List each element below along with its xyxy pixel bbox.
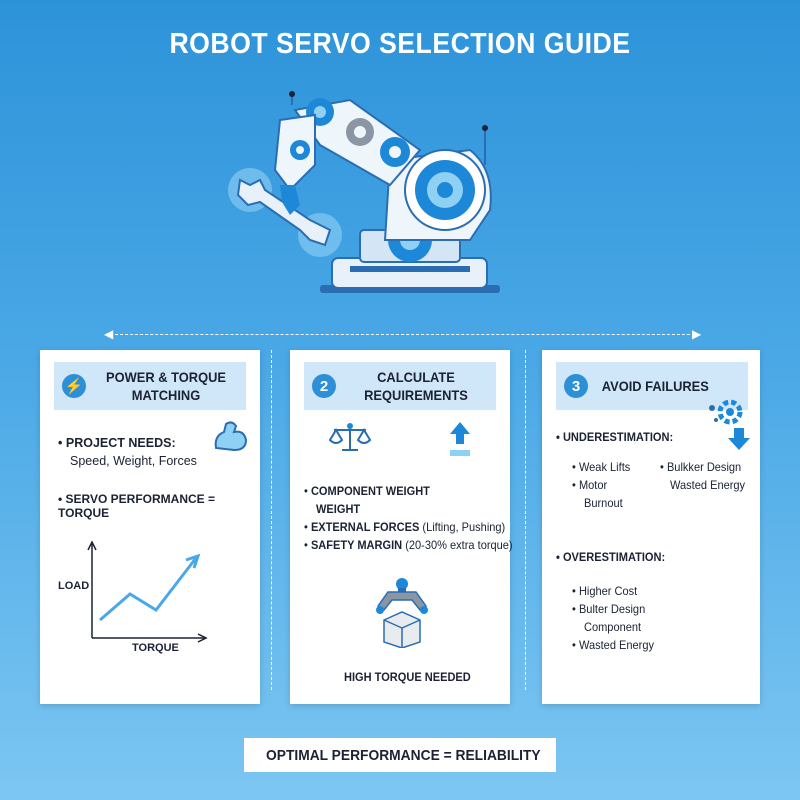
page-title: ROBOT SERVO SELECTION GUIDE	[169, 28, 631, 60]
panel-heading: CALCULATE REQUIREMENTS	[364, 369, 468, 403]
panel-header: 3 AVOID FAILURES	[556, 362, 748, 410]
broken-gear-icon	[709, 399, 750, 450]
panel-header: ⚡ POWER & TORQUE MATCHING	[54, 362, 246, 410]
panel-power-torque: ⚡ POWER & TORQUE MATCHING • PROJECT NEED…	[40, 350, 260, 704]
under-item: Burnout	[584, 496, 623, 510]
panel-header: 2 CALCULATE REQUIREMENTS	[304, 362, 496, 410]
y-axis-arrow-icon	[87, 540, 97, 551]
footer-banner: OPTIMAL PERFORMANCE = RELIABILITY	[244, 738, 556, 772]
trend-arrow-icon	[185, 553, 201, 569]
arrow-up-icon	[450, 422, 470, 456]
under-item: • Weak Lifts	[572, 460, 631, 474]
project-needs-detail: Speed, Weight, Forces	[70, 454, 197, 468]
bullet-weight-extra: WEIGHT	[316, 502, 361, 516]
bullet-safety-margin: • SAFETY MARGIN (20-30% extra torque)	[304, 538, 513, 552]
vertical-divider	[271, 350, 272, 690]
panel-avoid-failures: 3 AVOID FAILURES • UNDERESTIMATION: • We…	[542, 350, 760, 704]
panel-heading: AVOID FAILURES	[601, 378, 709, 394]
over-item: • Bulter Design	[572, 602, 646, 616]
x-axis-label: TORQUE	[132, 642, 179, 654]
over-item: Component	[584, 620, 642, 634]
vertical-divider	[525, 350, 526, 690]
under-item: • Motor	[572, 478, 608, 492]
panel-heading: POWER & TORQUE MATCHING	[105, 369, 226, 403]
over-item: • Wasted Energy	[572, 638, 655, 652]
trend-line	[99, 557, 198, 622]
underestimation-label: • UNDERESTIMATION:	[556, 430, 674, 444]
bullet-component-weight: • COMPONENT WEIGHT	[304, 484, 430, 498]
bullet-external-forces: • EXTERNAL FORCES (Lifting, Pushing)	[304, 520, 506, 534]
over-item: • Higher Cost	[572, 584, 638, 598]
arrow-right-icon: ▶	[692, 327, 702, 341]
y-axis-label: LOAD	[58, 580, 90, 592]
under-item: Wasted Energy	[670, 478, 746, 492]
x-axis-arrow-icon	[197, 633, 208, 643]
robot-arm-illustration	[228, 91, 500, 293]
step-badge: 2	[312, 374, 336, 398]
project-needs-label: • PROJECT NEEDS:	[58, 436, 176, 450]
high-torque-caption: HIGH TORQUE NEEDED	[344, 670, 471, 684]
lightning-icon: ⚡	[62, 374, 86, 398]
under-item: • Bulkker Design	[660, 460, 742, 474]
horizontal-divider	[110, 334, 700, 335]
flexed-arm-icon	[214, 421, 248, 452]
overestimation-label: • OVERESTIMATION:	[556, 550, 666, 564]
panel-calculate-requirements: 2 CALCULATE REQUIREMENTS • COMPONENT WEI…	[290, 350, 513, 704]
step-badge: 3	[564, 374, 588, 398]
servo-performance-text: • SERVO PERFORMANCE = TORQUE	[58, 492, 216, 520]
torque-load-chart	[87, 540, 208, 643]
robot-gripper-box-icon	[376, 578, 428, 648]
arrow-left-icon: ◀	[104, 327, 114, 341]
footer-label: OPTIMAL PERFORMANCE = RELIABILITY	[266, 746, 541, 764]
balance-scale-icon	[328, 423, 372, 451]
